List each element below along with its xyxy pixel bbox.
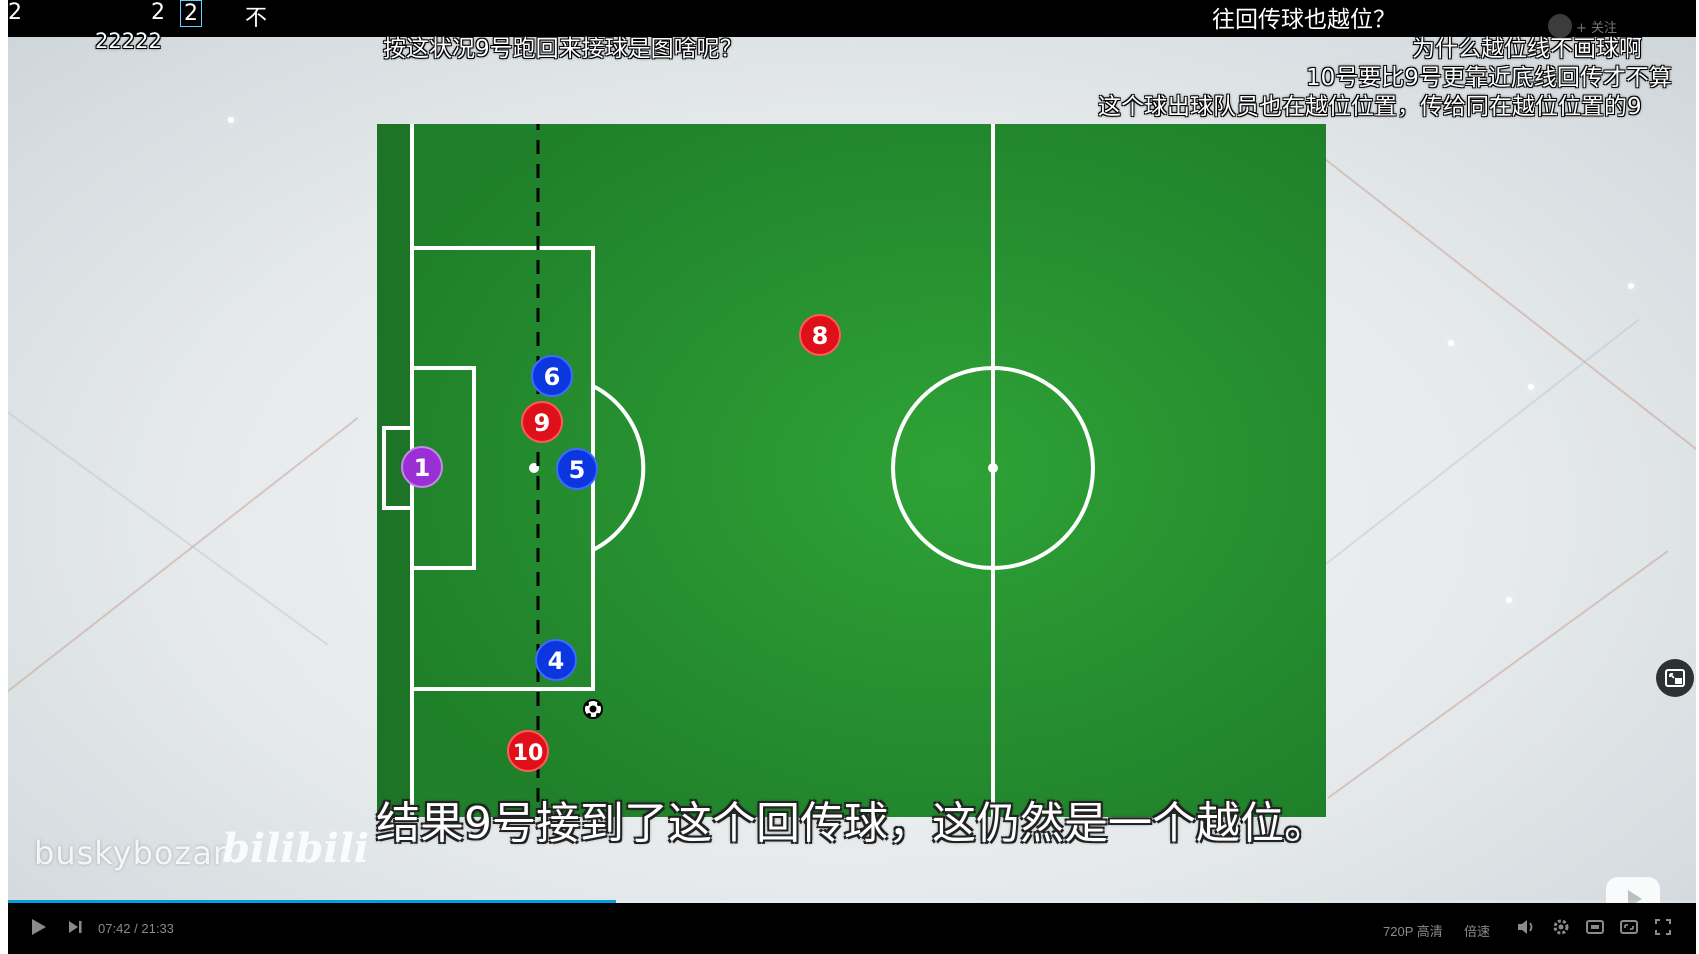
speed-selector[interactable]: 倍速: [1464, 924, 1491, 939]
ball-icon: [583, 699, 603, 719]
danmaku-comment[interactable]: 10号要比9号更靠近底线回传才不算: [1306, 65, 1672, 91]
goalkeeper-marker: 1: [401, 446, 443, 488]
center-circle: [891, 366, 1095, 570]
attacker-10-marker: 10: [507, 730, 549, 772]
player-number: 10: [513, 741, 544, 766]
danmaku-comment[interactable]: 为什么越位线不画球啊: [1412, 36, 1642, 62]
player-number: 6: [544, 363, 561, 391]
background-stripe: [1327, 550, 1669, 799]
defender-6-marker: 6: [531, 355, 573, 397]
penalty-arc: [592, 384, 646, 552]
danmaku-comment[interactable]: 22222: [95, 29, 162, 53]
uploader-watermark: buskybozar: [34, 834, 228, 872]
gear-icon[interactable]: [1551, 917, 1571, 937]
defender-5-marker: 5: [556, 448, 598, 490]
next-icon[interactable]: [65, 917, 85, 937]
center-spot: [988, 463, 998, 473]
volume-icon[interactable]: [1516, 917, 1536, 937]
sparkle: [228, 117, 234, 123]
play-icon[interactable]: [28, 917, 48, 937]
web-fullscreen-icon[interactable]: [1619, 917, 1639, 937]
control-bar: 07:42 / 21:33 720P 高清 倍速: [8, 903, 1696, 954]
danmaku-comment[interactable]: 2: [151, 0, 165, 25]
football-pitch: 1 6 9 5 8 4 10: [377, 124, 1326, 817]
attacker-9-marker: 9: [521, 401, 563, 443]
background-stripe: [8, 397, 329, 646]
video-player[interactable]: 1 6 9 5 8 4 10: [8, 0, 1696, 954]
sparkle: [1628, 283, 1634, 289]
sparkle: [1528, 384, 1534, 390]
uploader-avatar[interactable]: [1548, 14, 1572, 38]
player-number: 1: [414, 454, 431, 482]
follow-button[interactable]: + 关注: [1576, 21, 1618, 36]
widescreen-icon[interactable]: [1585, 917, 1605, 937]
player-number: 4: [548, 647, 565, 675]
progress-bar[interactable]: [8, 900, 1696, 903]
danmaku-comment[interactable]: 往回传球也越位？: [1212, 7, 1396, 33]
background-stripe: [1307, 318, 1640, 579]
danmaku-comment[interactable]: 不: [245, 6, 268, 31]
background-stripe: [8, 417, 359, 739]
video-frame[interactable]: 1 6 9 5 8 4 10: [8, 37, 1696, 903]
danmaku-comment[interactable]: 这个球出球队员也在越位位置，传给同在越位位置的9: [1098, 94, 1642, 120]
fullscreen-icon[interactable]: [1653, 917, 1673, 937]
danmaku-comment[interactable]: 2: [8, 0, 22, 25]
quality-selector[interactable]: 720P 高清: [1383, 924, 1443, 939]
sparkle: [1448, 340, 1454, 346]
background-stripe: [1297, 137, 1696, 459]
video-subtitle: 结果9号接到了这个回传球，这仍然是一个越位。: [376, 798, 1328, 849]
defender-4-marker: 4: [535, 639, 577, 681]
player-number: 8: [812, 322, 829, 350]
picture-in-picture-button[interactable]: [1656, 659, 1694, 697]
pitch-grass: [377, 124, 1326, 817]
bilibili-watermark: bilibili: [222, 825, 370, 872]
progress-bar-fill: [8, 900, 616, 903]
picture-in-picture-icon: [1665, 669, 1685, 687]
danmaku-comment-self[interactable]: 2: [180, 0, 202, 27]
sparkle: [1506, 597, 1512, 603]
danmaku-comment[interactable]: 按这状况9号跑回来接球是图啥呢？: [383, 36, 743, 62]
player-number: 9: [534, 409, 551, 437]
time-display: 07:42 / 21:33: [98, 921, 174, 936]
danmaku-top-bar: [8, 0, 1696, 37]
player-number: 5: [569, 456, 586, 484]
attacker-8-marker: 8: [799, 314, 841, 356]
bilibili-tv-icon: [1606, 877, 1660, 903]
